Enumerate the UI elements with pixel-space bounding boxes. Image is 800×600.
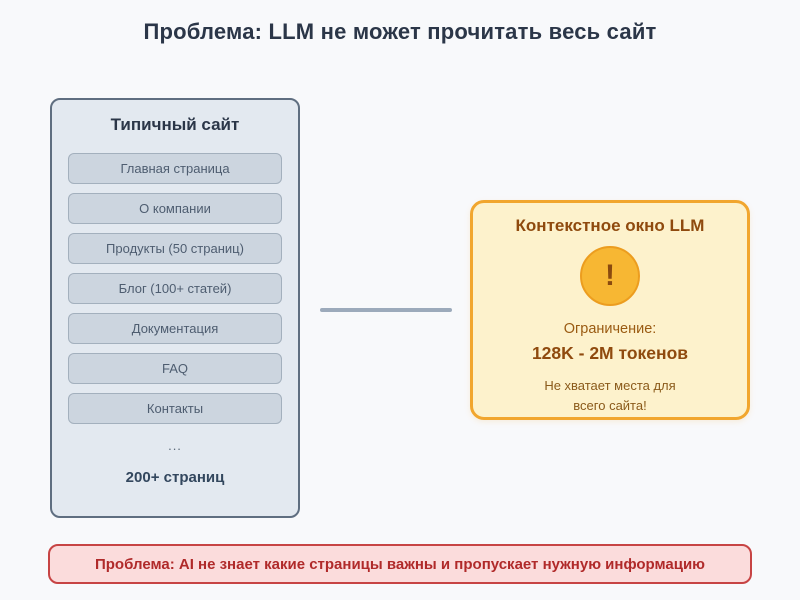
warning-icon: ! xyxy=(580,246,640,306)
site-page-item-products: Продукты (50 страниц) xyxy=(68,233,282,264)
page-title: Проблема: LLM не может прочитать весь са… xyxy=(143,19,657,44)
site-page-item-blog: Блог (100+ статей) xyxy=(68,273,282,304)
exclamation-icon: ! xyxy=(605,259,615,292)
site-panel-title: Типичный сайт xyxy=(110,115,240,134)
site-page-item-docs: Документация xyxy=(68,313,282,344)
problem-banner-text: Проблема: AI не знает какие страницы важ… xyxy=(94,555,705,573)
limit-label: Ограничение: xyxy=(563,321,657,337)
context-note: Не хватает места для всего сайта! xyxy=(473,376,747,416)
site-page-item-faq: FAQ xyxy=(68,353,282,384)
context-window-panel: Контекстное окно LLM ! Ограничение: 128K… xyxy=(470,200,750,420)
site-page-item-home: Главная страница xyxy=(68,153,282,184)
more-pages-ellipsis: ... xyxy=(168,438,182,453)
connector-line xyxy=(320,308,452,312)
limit-value: 128K - 2M токенов xyxy=(531,343,689,363)
context-panel-title: Контекстное окно LLM xyxy=(515,216,705,235)
typical-site-panel: Типичный сайт Главная страница О компани… xyxy=(50,98,300,518)
context-note-line-1: Не хватает места для xyxy=(544,378,676,393)
site-page-item-about: О компании xyxy=(68,193,282,224)
site-page-item-contacts: Контакты xyxy=(68,393,282,424)
context-note-line-2: всего сайта! xyxy=(573,398,647,414)
total-pages-label: 200+ страниц xyxy=(125,469,225,486)
problem-banner: Проблема: AI не знает какие страницы важ… xyxy=(48,544,752,584)
